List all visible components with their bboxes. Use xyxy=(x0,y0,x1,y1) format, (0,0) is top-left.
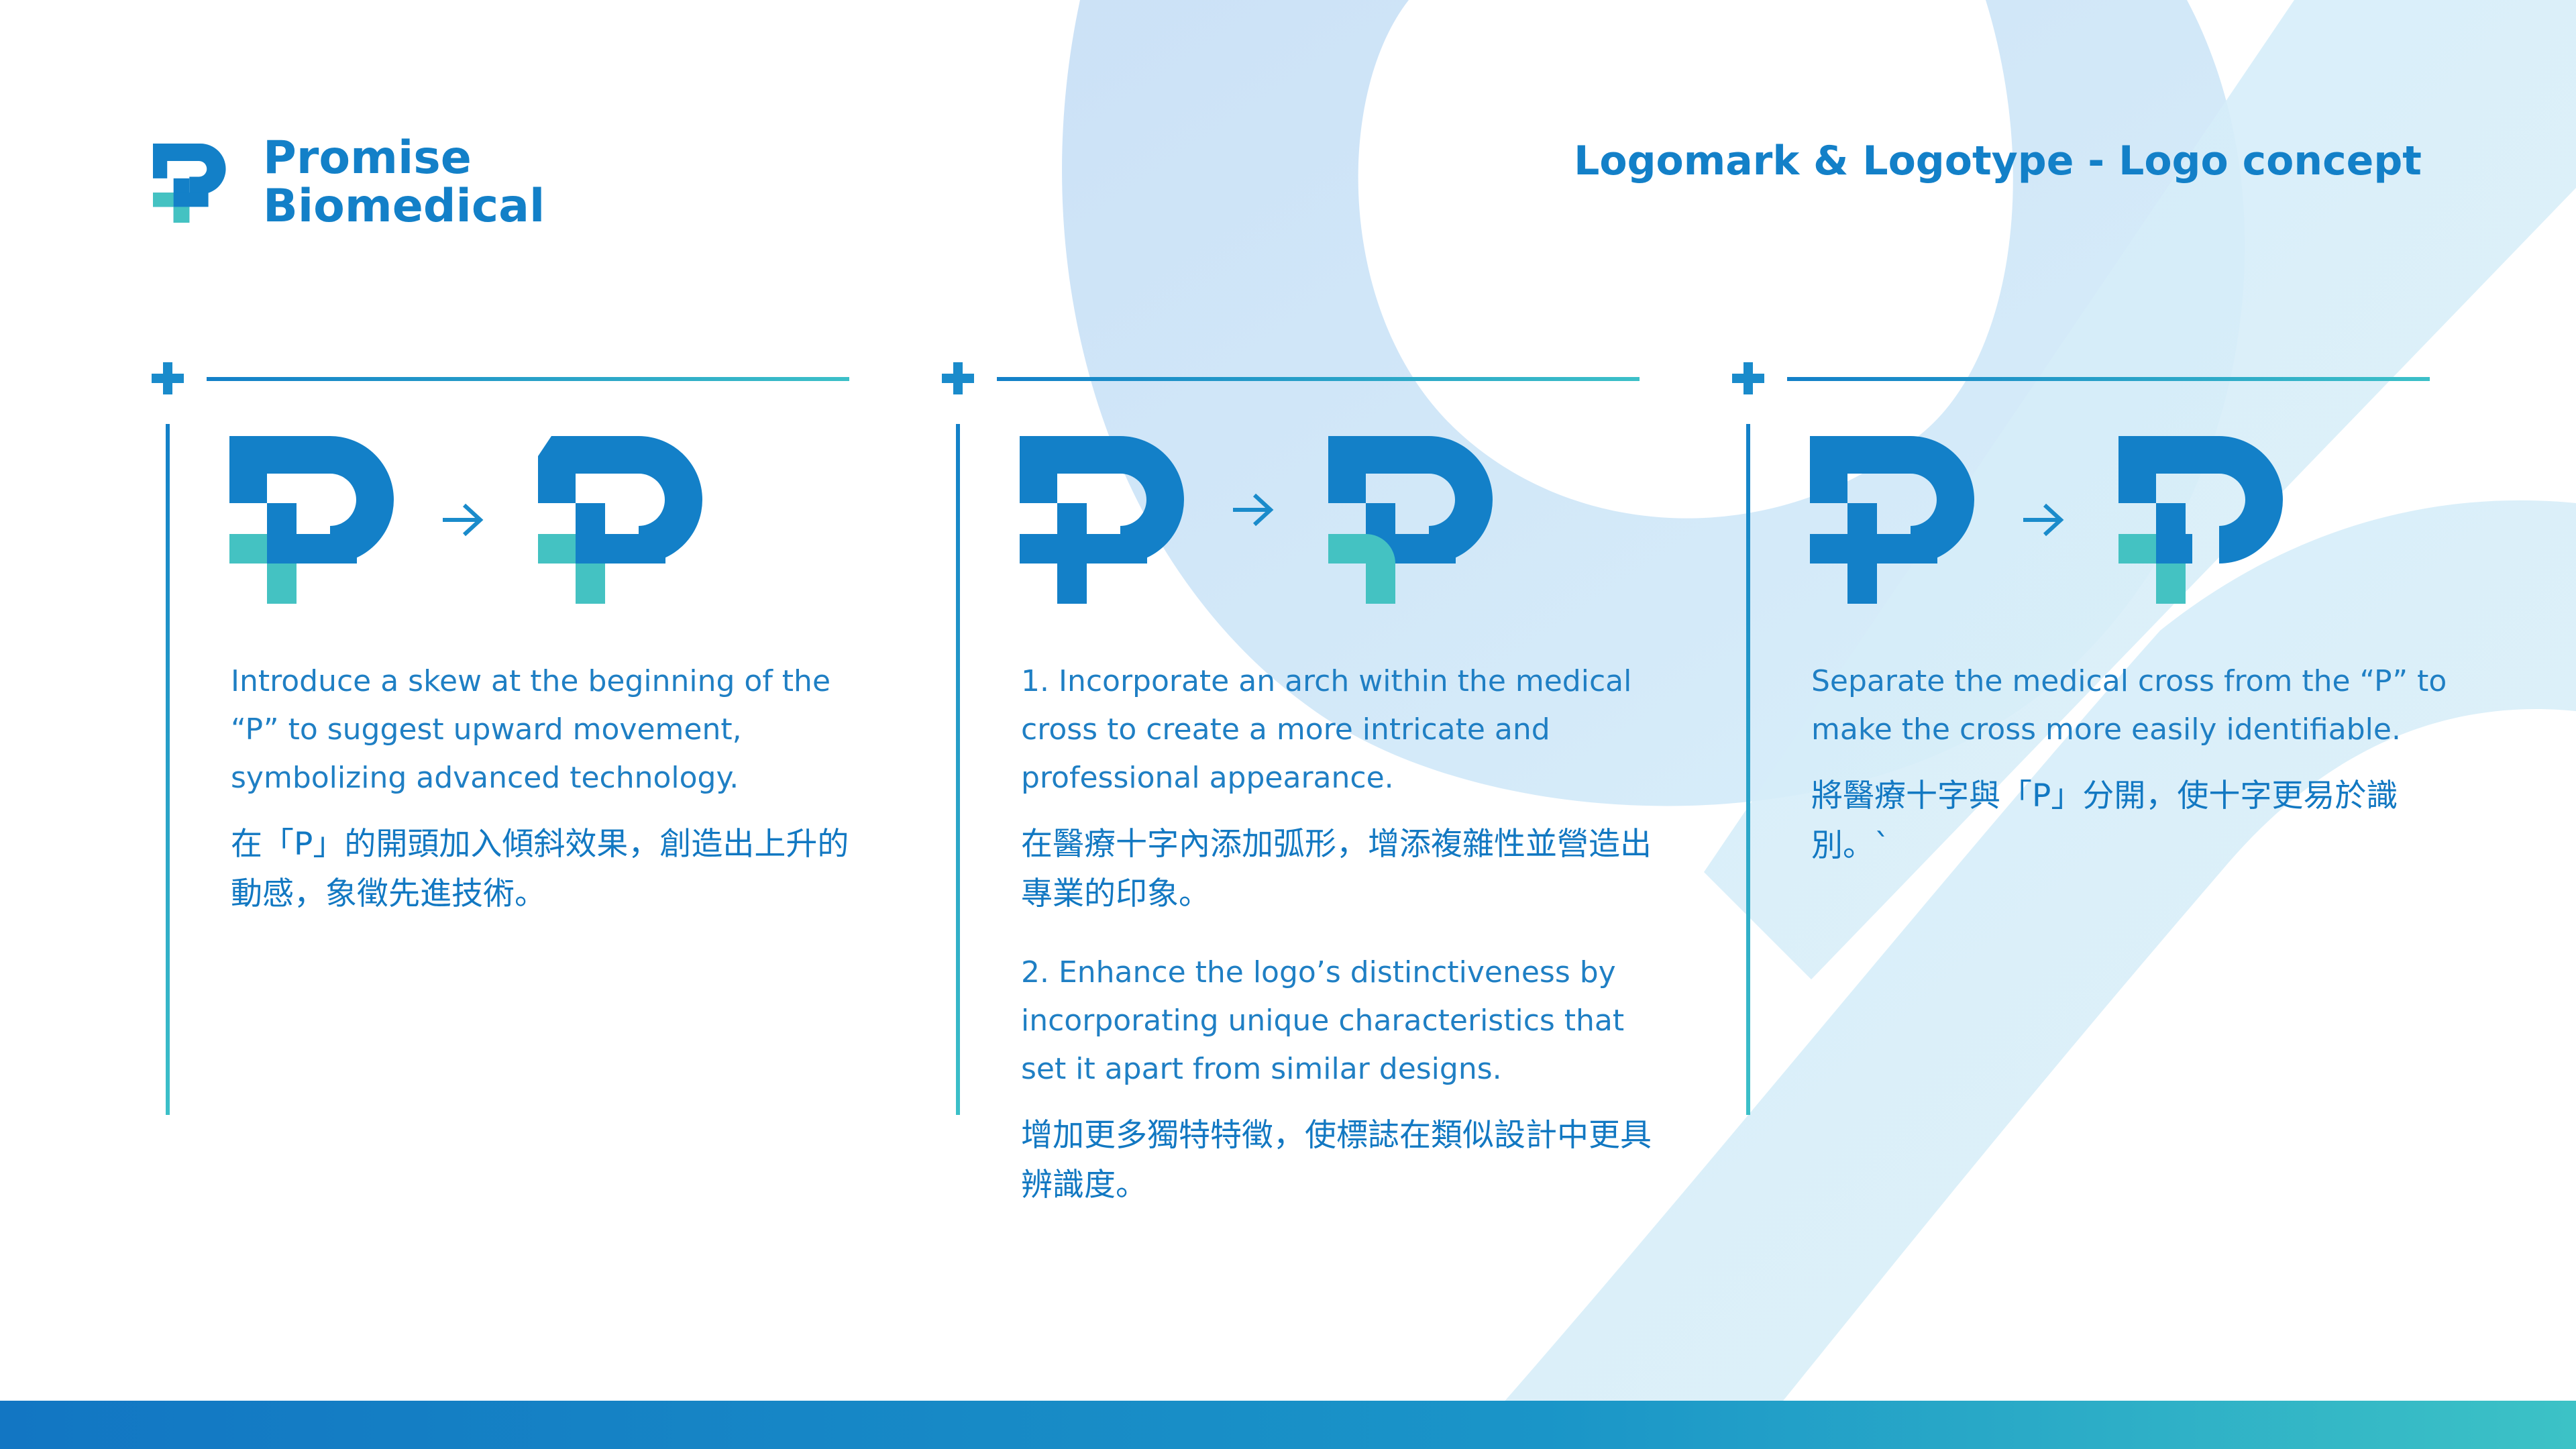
logo-after-icon xyxy=(1328,436,1493,604)
footer-bar xyxy=(0,1401,2576,1449)
brand-name: Promise Biomedical xyxy=(263,134,545,231)
logo-comparison xyxy=(1810,436,2283,604)
column-text: Introduce a skew at the beginning of the… xyxy=(231,657,875,949)
concept-column-1: Introduce a skew at the beginning of the… xyxy=(152,362,876,1355)
concept-column-3: Separate the medical cross from the “P” … xyxy=(1732,362,2457,1355)
column-text: Separate the medical cross from the “P” … xyxy=(1811,657,2455,900)
brand-name-line1: Promise xyxy=(263,131,472,184)
logo-after-icon xyxy=(2118,436,2283,604)
concept-en-2: 2. Enhance the logo’s distinctiveness by… xyxy=(1021,955,1625,1086)
logo-before-icon xyxy=(1810,436,1974,604)
brand-name-line2: Biomedical xyxy=(263,180,545,233)
column-side-rule xyxy=(166,424,170,1115)
arrow-right-icon xyxy=(1233,493,1274,527)
logo-comparison xyxy=(229,436,702,604)
column-top-rule xyxy=(207,377,849,381)
logo-before-icon xyxy=(1020,436,1184,604)
column-side-rule xyxy=(956,424,960,1115)
bg-wave-shape xyxy=(1462,500,2576,1449)
concept-en: Separate the medical cross from the “P” … xyxy=(1811,664,2447,747)
concept-zh-2: 增加更多獨特特徵，使標誌在類似設計中更具辨識度。 xyxy=(1021,1117,1652,1203)
logo-comparison xyxy=(1020,436,1493,604)
arrow-right-icon xyxy=(443,503,484,537)
column-text: 1. Incorporate an arch within the medica… xyxy=(1021,657,1665,1240)
arrow-right-icon xyxy=(2023,503,2064,537)
concept-en: Introduce a skew at the beginning of the… xyxy=(231,664,831,795)
logo-after-icon xyxy=(538,436,702,604)
plus-icon xyxy=(152,362,184,394)
p-cross-logo-icon xyxy=(153,144,226,223)
concept-column-2: 1. Incorporate an arch within the medica… xyxy=(942,362,1666,1355)
plus-icon xyxy=(942,362,974,394)
concept-en-1: 1. Incorporate an arch within the medica… xyxy=(1021,664,1632,795)
column-side-rule xyxy=(1746,424,1750,1115)
concept-zh: 在「P」的開頭加入傾斜效果，創造出上升的動感，象徵先進技術。 xyxy=(231,826,849,912)
logo-before-icon xyxy=(229,436,394,604)
column-top-rule xyxy=(997,377,1640,381)
plus-icon xyxy=(1732,362,1764,394)
concept-zh: 將醫療十字與「P」分開，使十字更易於識別。` xyxy=(1811,777,2398,864)
concept-zh-1: 在醫療十字內添加弧形，增添複雜性並營造出專業的印象。 xyxy=(1021,826,1652,912)
column-top-rule xyxy=(1787,377,2430,381)
page-title: Logomark & Logotype - Logo concept xyxy=(1574,138,2422,184)
